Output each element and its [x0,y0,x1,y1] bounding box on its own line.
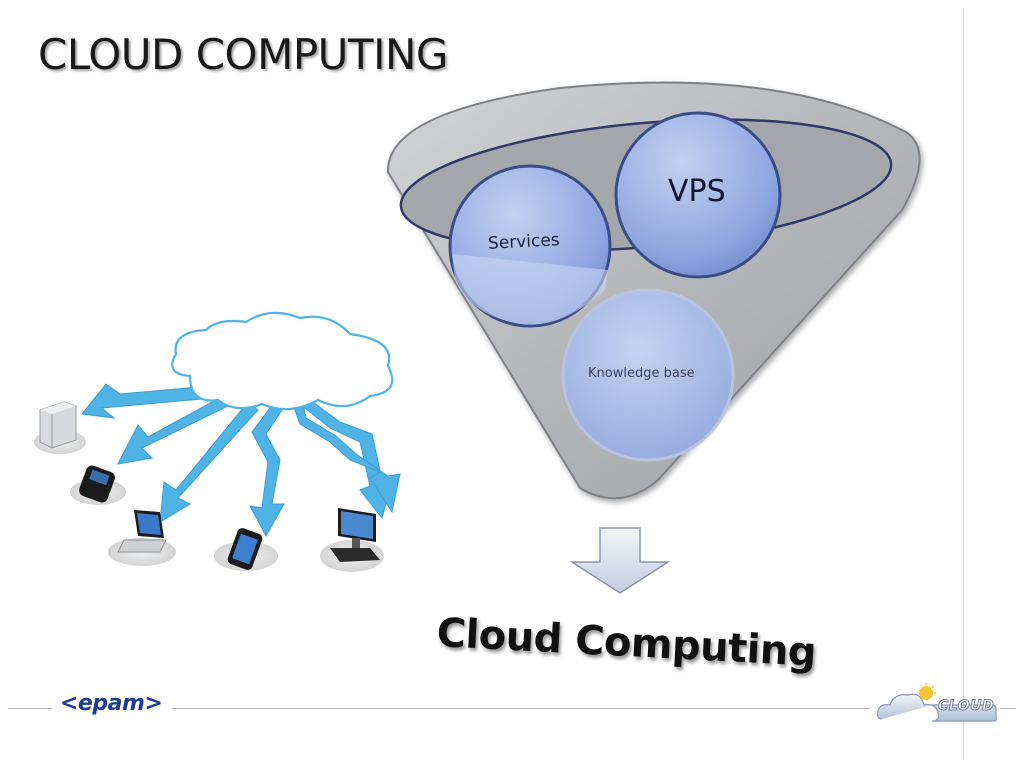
footer-divider-middle [172,708,870,709]
circle-label-knowledge-base: Knowledge base [588,366,695,381]
cloud-network-illustration [34,311,401,572]
circle-services [448,164,612,328]
circle-label-services: Services [487,230,561,254]
tablet-phone-icon [227,528,263,570]
server-icon [39,401,77,449]
footer-divider-right [1000,708,1016,709]
cloud-logo-icon [876,683,997,722]
epam-logo: <epam> [60,691,163,716]
slide-title: CLOUD COMPUTING [38,30,448,79]
cloud-logo-text: CLOUD [937,698,995,715]
circle-label-vps: VPS [668,174,726,209]
smartphone-icon [79,465,115,503]
circle-knowledge-base [561,288,735,462]
down-arrow [569,527,671,594]
footer-divider-left [8,708,52,709]
laptop-icon [117,510,167,553]
sun-icon [919,686,933,700]
circle-vps [614,111,782,279]
desktop-computer-icon [330,508,380,562]
right-vertical-divider [963,8,964,760]
